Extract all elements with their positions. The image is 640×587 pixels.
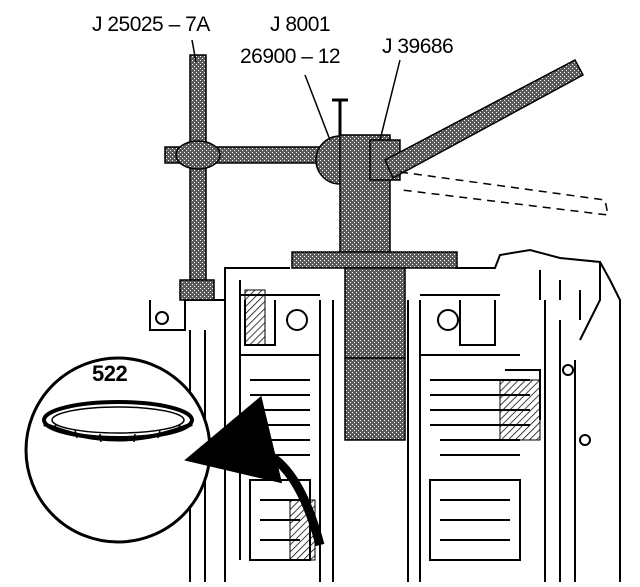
detail-magnifier [24,356,212,544]
gear-teeth-right [499,379,541,441]
tool-base-plate [291,251,458,269]
tool-label-j39686: J 39686 [382,35,454,58]
tool-clamp [175,140,221,170]
tool-post-foot [179,279,215,301]
tool-handle [384,58,585,180]
puller-tool [164,54,585,441]
gear-teeth-left [244,289,266,346]
tool-label-j8001: J 8001 [270,13,331,36]
tool-shaft [344,267,406,359]
tool-label-j25025: J 25025 – 7A [92,13,210,36]
indication-arrow-head [212,430,244,466]
leader-lines [191,39,401,141]
indication-arrow [184,395,325,547]
handle-alt-position [399,171,609,216]
part-number-label: 522 [92,361,128,386]
tool-shaft-lower [344,357,406,441]
tool-post [189,54,207,296]
tool-label-26900: 26900 – 12 [240,45,341,68]
